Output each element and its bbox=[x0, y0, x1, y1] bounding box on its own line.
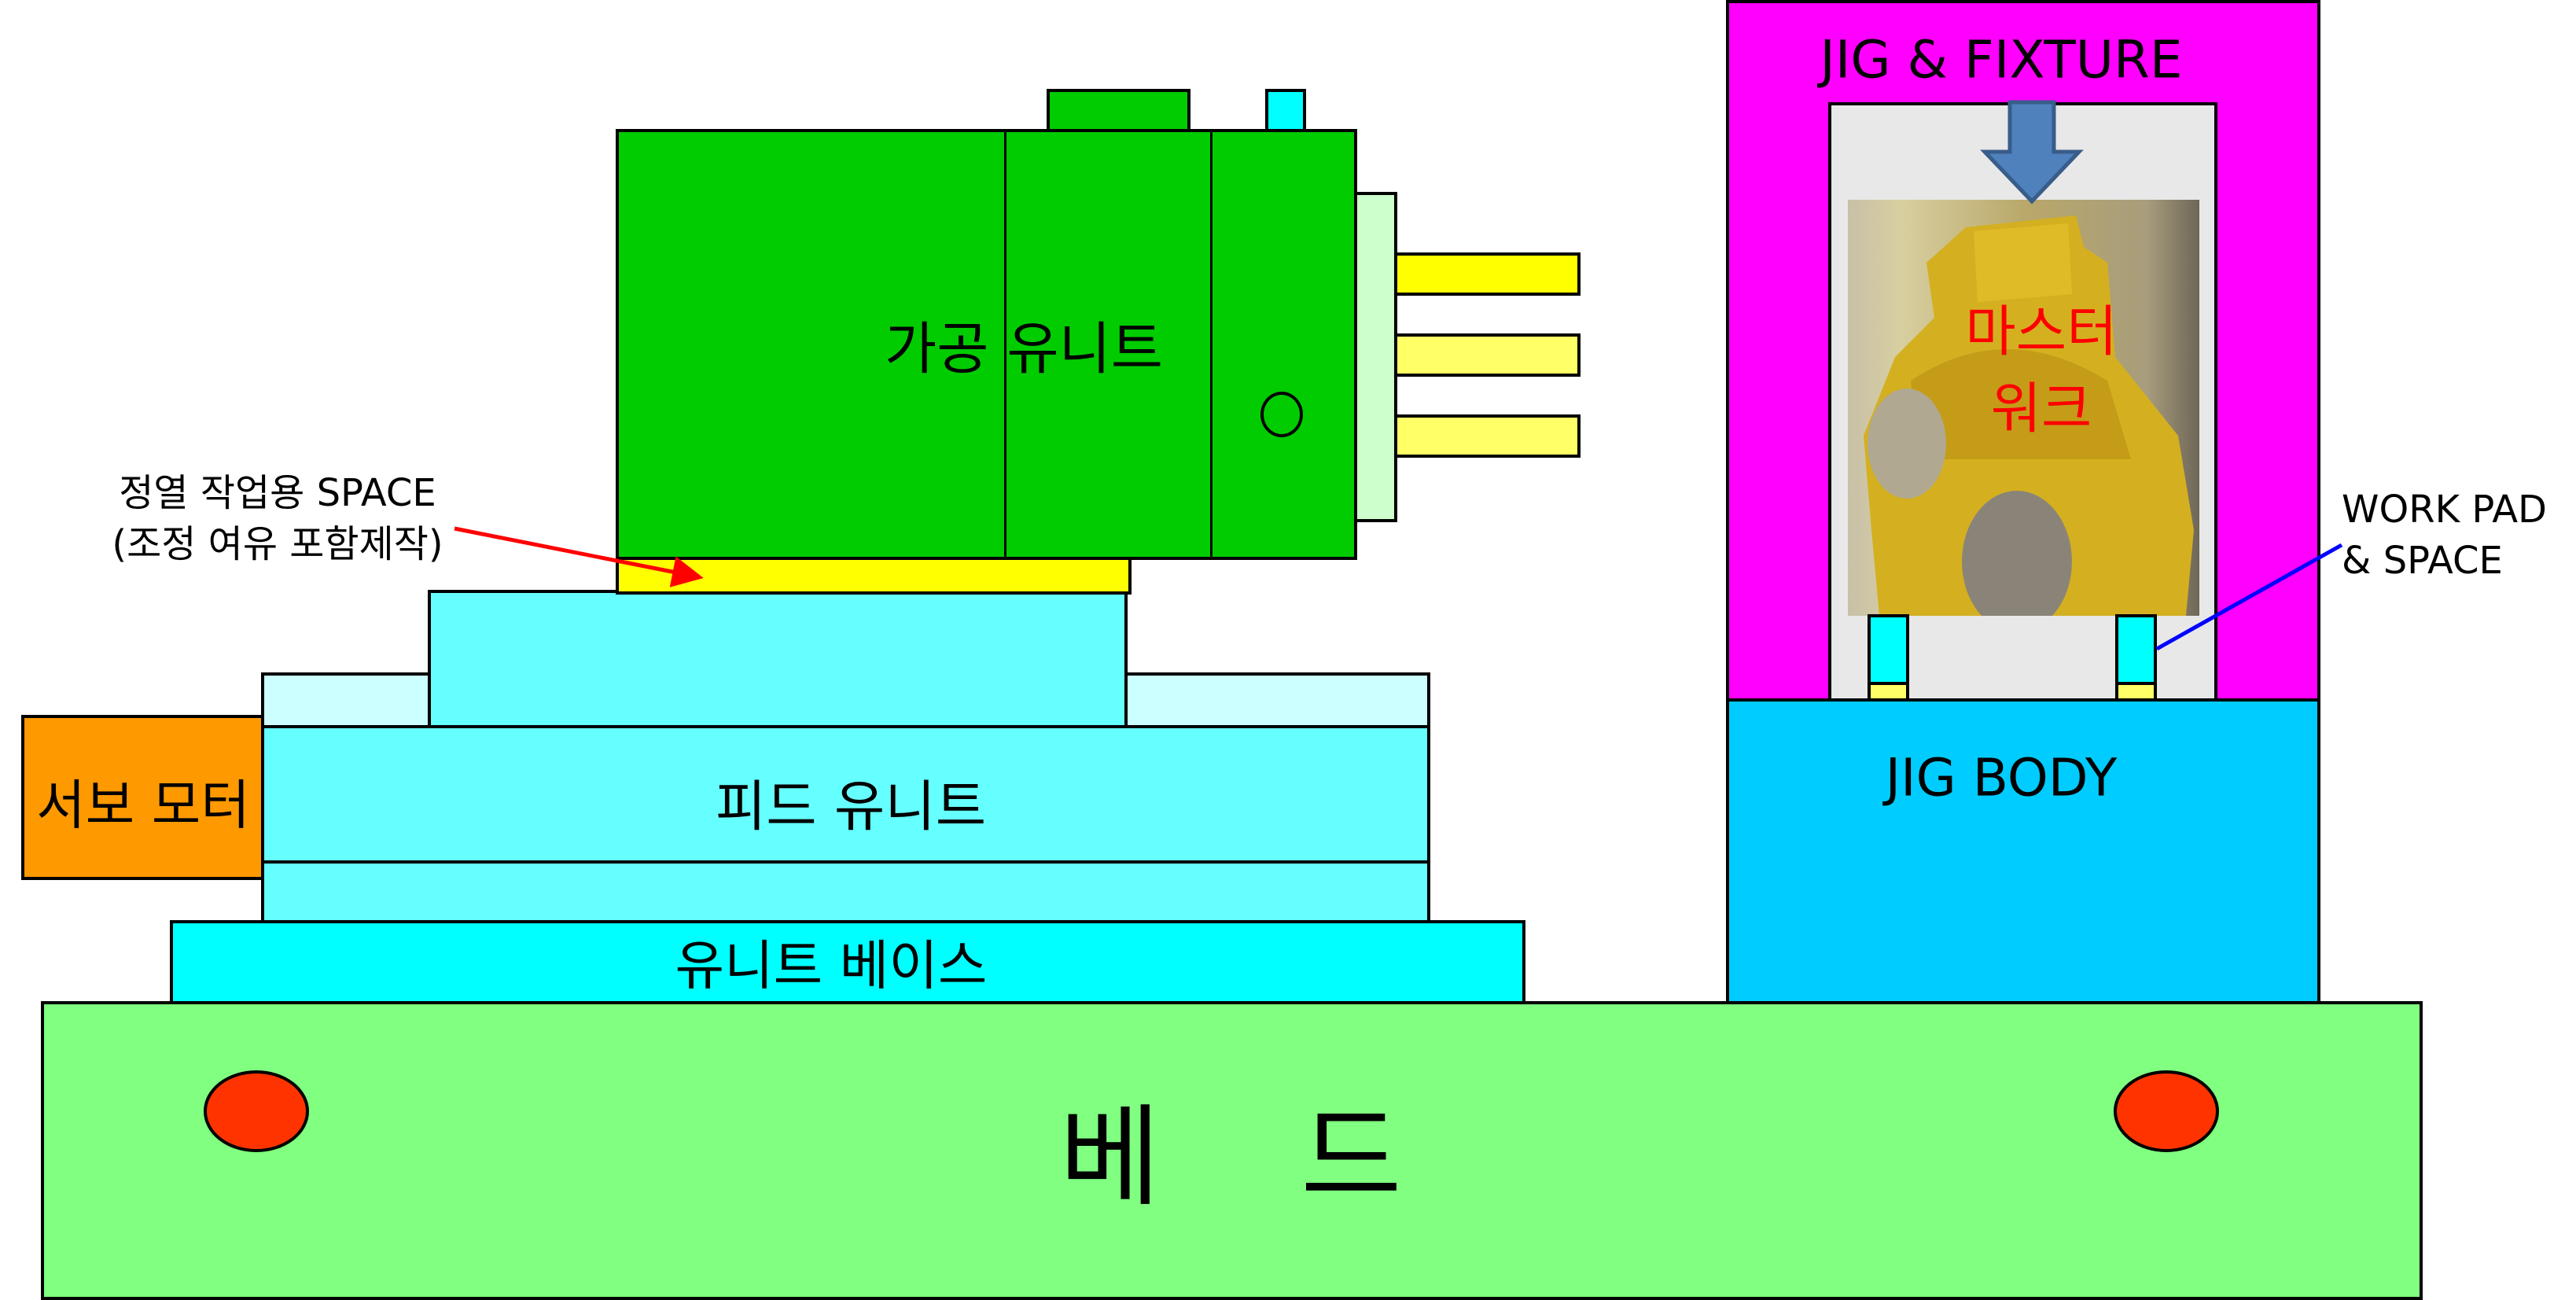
bed bbox=[41, 1001, 2423, 1300]
alignment-note-line2: (조정 여유 포함제작) bbox=[112, 522, 443, 566]
work-pad-left-shim bbox=[1868, 682, 1909, 702]
bed-label: 베 드 bbox=[1059, 1094, 1402, 1222]
unit-base-label: 유니트 베이스 bbox=[675, 935, 988, 998]
tool-1 bbox=[1394, 252, 1581, 296]
master-work-label-line2: 워크 bbox=[1990, 376, 2092, 441]
feed-unit bbox=[261, 725, 1430, 864]
clamp-down-arrow-icon bbox=[1980, 100, 2084, 204]
tool-2 bbox=[1394, 333, 1581, 377]
tool-3 bbox=[1394, 414, 1581, 458]
bed-locator-right bbox=[2114, 1070, 2219, 1152]
jig-body bbox=[1726, 698, 2320, 1004]
indicator-lamp bbox=[1260, 392, 1303, 437]
feed-unit-label: 피드 유니트 bbox=[715, 774, 987, 839]
machining-unit-label: 가공 유니트 bbox=[884, 315, 1164, 382]
alignment-arrow bbox=[454, 526, 704, 587]
master-work-label-line1: 마스터 bbox=[1965, 299, 2118, 364]
servo-motor-label: 서보 모터 bbox=[36, 775, 250, 838]
work-pad-right-shim bbox=[2115, 682, 2157, 702]
bed-locator-left bbox=[204, 1070, 309, 1152]
master-work-image bbox=[1848, 200, 2199, 616]
machining-unit bbox=[616, 129, 1357, 560]
machining-unit-divider-2 bbox=[1210, 129, 1213, 560]
alignment-note-line1: 정열 작업용 SPACE bbox=[119, 471, 436, 515]
machining-unit-divider-1 bbox=[1004, 129, 1006, 560]
jig-fixture-label: JIG & FIXTURE bbox=[1820, 29, 2183, 90]
work-pad-note-line2: & SPACE bbox=[2342, 539, 2503, 583]
servo-motor bbox=[21, 715, 264, 880]
work-pad-leader-line bbox=[2155, 543, 2343, 651]
work-pad-note-line1: WORK PAD bbox=[2342, 488, 2547, 532]
jig-body-label: JIG BODY bbox=[1885, 747, 2118, 808]
spindle-plate bbox=[1354, 192, 1397, 522]
